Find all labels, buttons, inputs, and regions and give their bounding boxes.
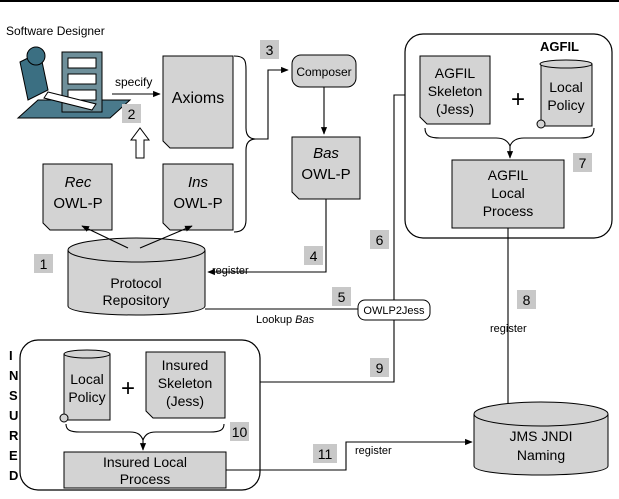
insured-local-policy-scroll	[59, 349, 111, 423]
svg-text:U: U	[9, 408, 18, 423]
step-10-badge	[230, 422, 249, 441]
insured-policy-label-2: Policy	[68, 389, 105, 405]
insured-policy-label-1: Local	[70, 371, 103, 387]
insured-process-label-1: Insured Local	[103, 454, 187, 470]
svg-text:S: S	[9, 388, 18, 403]
axioms-brace	[233, 55, 257, 233]
step-7-number: 7	[579, 155, 587, 171]
repo-to-ins-arrow	[139, 225, 193, 249]
step-5-badge	[332, 287, 351, 306]
step-7-badge	[573, 153, 592, 172]
repository-label: Repository	[103, 292, 170, 308]
protocol-repository-cylinder	[67, 237, 206, 316]
insured-plus-sign: +	[121, 375, 135, 402]
ins-owlp-label: OWL-P	[173, 195, 222, 212]
hollow-up-arrow-icon	[130, 127, 150, 159]
composer-label: Composer	[296, 65, 351, 79]
step-6-number: 6	[376, 232, 384, 248]
repo-to-rec-arrow	[81, 225, 129, 249]
step-8-badge	[517, 290, 536, 309]
insured-process-label-2: Process	[120, 471, 171, 487]
step-9-number: 9	[376, 360, 384, 376]
axioms-document	[162, 55, 234, 149]
agfil-process-label-3: Process	[483, 203, 534, 219]
agfil-policy-label-1: Local	[549, 79, 582, 95]
ins-label: Ins	[188, 174, 209, 191]
step-2-badge	[122, 104, 141, 123]
rec-owlp-label: OWL-P	[53, 195, 102, 212]
insured-local-process-box	[63, 451, 227, 489]
step-4-number: 4	[310, 248, 318, 264]
agfil-skeleton-label-2: Skeleton	[428, 83, 482, 99]
step-5-number: 5	[338, 289, 346, 305]
agfil-policy-label-2: Policy	[547, 97, 584, 113]
step-1-badge	[34, 254, 53, 273]
brace-to-composer-arrow	[256, 66, 289, 140]
bas-register-arrow	[207, 199, 327, 276]
insured-skeleton-label-1: Insured	[162, 357, 209, 373]
software-designer-label: Software Designer	[6, 24, 105, 38]
ins-owlp-document	[162, 163, 234, 231]
svg-text:R: R	[9, 428, 19, 443]
agfil-skeleton-label-1: AGFIL	[435, 65, 476, 81]
lookup-label: Lookup Bas	[256, 314, 315, 326]
step-6-badge	[370, 230, 389, 249]
register-label-8: register	[490, 323, 527, 335]
owlp2jess-label: OWLP2Jess	[363, 305, 425, 317]
jms-jndi-label: JMS JNDI	[510, 428, 573, 444]
agfil-skeleton-label-3: (Jess)	[436, 101, 474, 117]
naming-label: Naming	[517, 447, 565, 463]
step-1-number: 1	[40, 256, 48, 272]
step-3-number: 3	[266, 42, 274, 58]
svg-text:D: D	[9, 468, 18, 483]
agfil-group-title: AGFIL	[540, 39, 579, 54]
specify-label: specify	[115, 75, 152, 89]
register-label-4: register	[212, 265, 249, 277]
insured-skeleton-label-3: (Jess)	[166, 393, 204, 409]
step-10-number: 10	[232, 424, 248, 440]
protocol-label: Protocol	[110, 275, 161, 291]
register-label-11: register	[355, 445, 392, 457]
agfil-plus-sign: +	[511, 86, 525, 113]
agfil-process-label-2: Local	[491, 185, 524, 201]
software-designer-icon	[16, 46, 132, 119]
step-11-number: 11	[318, 446, 333, 462]
step-4-badge	[304, 246, 323, 265]
bas-owlp-document	[291, 136, 361, 200]
svg-text:N: N	[9, 368, 18, 383]
agfil-local-policy-scroll	[536, 59, 593, 129]
rec-owlp-document	[42, 163, 113, 231]
owlp2jess-to-insured-arrow	[226, 320, 395, 386]
step-11-badge	[313, 444, 337, 463]
bas-label: Bas	[313, 145, 339, 162]
step-3-badge	[260, 40, 279, 59]
step-8-number: 8	[523, 292, 531, 308]
insured-vertical-title: I N S U R E D	[9, 348, 19, 483]
agfil-process-label-1: AGFIL	[488, 167, 529, 183]
insured-register-arrow	[226, 438, 473, 471]
svg-text:I: I	[9, 348, 13, 363]
step-2-number: 2	[128, 106, 136, 122]
jms-jndi-naming-cylinder	[473, 401, 609, 476]
agfil-skeleton-document	[419, 55, 491, 125]
svg-text:E: E	[9, 448, 18, 463]
bas-owlp-label: OWL-P	[301, 166, 350, 183]
rec-label: Rec	[65, 174, 92, 191]
insured-skeleton-label-2: Skeleton	[158, 375, 212, 391]
axioms-label: Axioms	[172, 90, 224, 107]
step-9-badge	[370, 358, 389, 377]
insured-skeleton-document	[145, 351, 226, 419]
